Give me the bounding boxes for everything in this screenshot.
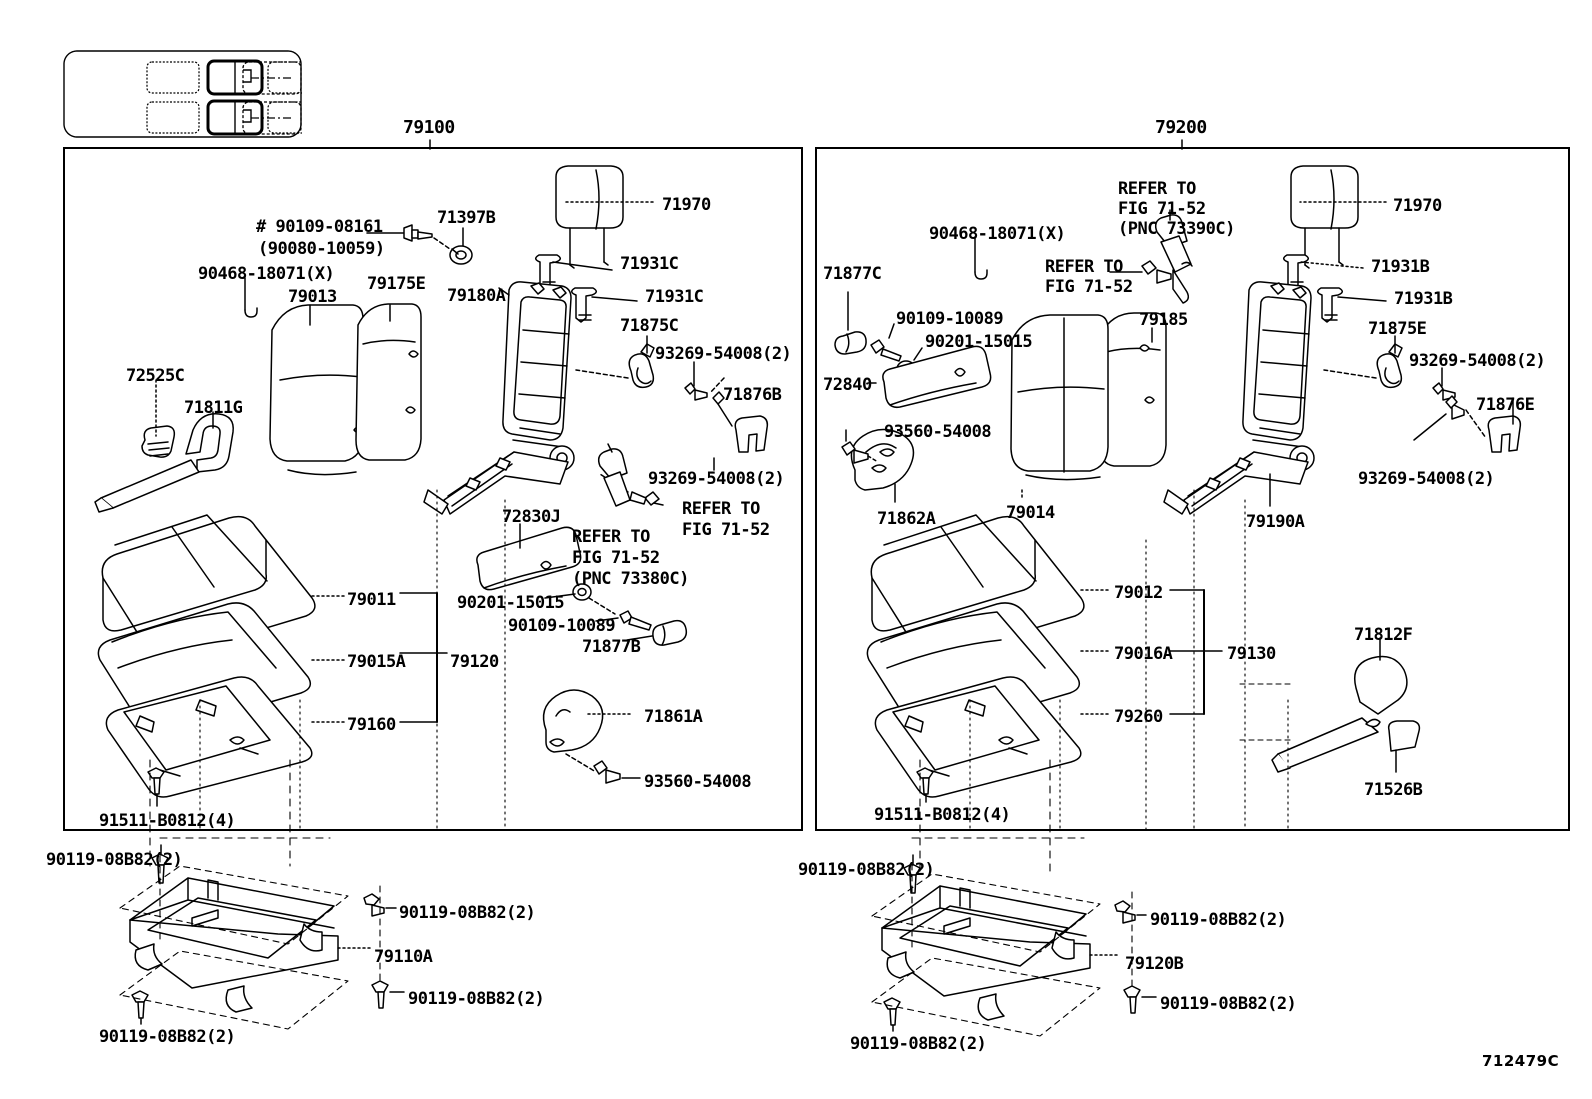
part-label: 91511-B0812(4) — [99, 811, 236, 831]
part-label: 93269-54008(2) — [1409, 351, 1546, 371]
part-label: 71970 — [1393, 196, 1442, 216]
part-label: 72830J — [502, 507, 561, 527]
part-label: 71877B — [582, 637, 641, 657]
part-label: 79160 — [347, 715, 396, 735]
part-label: 79120B — [1125, 954, 1184, 974]
part-label: 79110A — [374, 947, 433, 967]
part-label: 79016A — [1114, 644, 1173, 664]
part-label: 79185 — [1139, 310, 1188, 330]
part-label: 79013 — [288, 287, 337, 307]
part-label: 71931C — [620, 254, 679, 274]
group-number-left: 79100 — [403, 117, 455, 138]
right-seat-panel — [815, 147, 1570, 831]
part-label: 71862A — [877, 509, 936, 529]
part-label: 79180A — [447, 286, 506, 306]
part-label: 90119-08B82(2) — [99, 1027, 236, 1047]
part-label: 79011 — [347, 590, 396, 610]
body-style-selector[interactable] — [63, 50, 325, 138]
group-number-right: 79200 — [1155, 117, 1207, 138]
reference-note: FIG 71-52 — [572, 548, 660, 568]
part-label: 71875C — [620, 316, 679, 336]
part-label: 90109-10089 — [896, 309, 1004, 329]
part-label: 71397B — [437, 208, 496, 228]
part-label: 79014 — [1006, 503, 1055, 523]
part-label: 71875E — [1368, 319, 1427, 339]
part-label: 90119-08B82(2) — [850, 1034, 987, 1054]
part-label: 90119-08B82(2) — [408, 989, 545, 1009]
part-label: 93560-54008 — [644, 772, 752, 792]
part-label: 91511-B0812(4) — [874, 805, 1011, 825]
reference-note: REFER TO — [1118, 179, 1196, 199]
part-label: 79260 — [1114, 707, 1163, 727]
part-label: 71931B — [1371, 257, 1430, 277]
part-label: 71811G — [184, 398, 243, 418]
part-label: 90119-08B82(2) — [798, 860, 935, 880]
part-label: 71877C — [823, 264, 882, 284]
part-label: 71876B — [723, 385, 782, 405]
part-label: 71931C — [645, 287, 704, 307]
part-label: 72525C — [126, 366, 185, 386]
reference-note: REFER TO — [682, 499, 760, 519]
part-label: 71931B — [1394, 289, 1453, 309]
part-label: 72840 — [823, 375, 872, 395]
part-label: # 90109-08161 — [256, 217, 383, 237]
part-label: 71526B — [1364, 780, 1423, 800]
part-label: 71812F — [1354, 625, 1413, 645]
part-label: 90119-08B82(2) — [46, 850, 183, 870]
part-label: 79130 — [1227, 644, 1276, 664]
part-label: 79015A — [347, 652, 406, 672]
part-label: 79012 — [1114, 583, 1163, 603]
part-label: 79120 — [450, 652, 499, 672]
reference-note: (PNC 73380C) — [572, 569, 689, 589]
part-label: 71861A — [644, 707, 703, 727]
part-label: 71970 — [662, 195, 711, 215]
part-label: 90201-15015 — [457, 593, 565, 613]
part-label: 90109-10089 — [508, 616, 616, 636]
part-label: 71876E — [1476, 395, 1535, 415]
reference-note: REFER TO — [1045, 257, 1123, 277]
part-label: 93269-54008(2) — [648, 469, 785, 489]
part-label: 90201-15015 — [925, 332, 1033, 352]
part-label: (90080-10059) — [258, 239, 385, 259]
part-label: 79175E — [367, 274, 426, 294]
part-label: 90119-08B82(2) — [399, 903, 536, 923]
reference-note: FIG 71-52 — [1118, 199, 1206, 219]
part-label: 93560-54008 — [884, 422, 992, 442]
part-label: 79190A — [1246, 512, 1305, 532]
part-label: 93269-54008(2) — [1358, 469, 1495, 489]
reference-note: REFER TO — [572, 527, 650, 547]
reference-note: FIG 71-52 — [682, 520, 770, 540]
part-label: 90468-18071(X) — [198, 264, 335, 284]
figure-number: 712479C — [1482, 1052, 1560, 1070]
part-label: 90119-08B82(2) — [1150, 910, 1287, 930]
part-label: 90119-08B82(2) — [1160, 994, 1297, 1014]
part-label: 93269-54008(2) — [655, 344, 792, 364]
reference-note: FIG 71-52 — [1045, 277, 1133, 297]
left-seat-panel — [63, 147, 803, 831]
part-label: 90468-18071(X) — [929, 224, 1066, 244]
reference-note: (PNC 73390C) — [1118, 219, 1235, 239]
